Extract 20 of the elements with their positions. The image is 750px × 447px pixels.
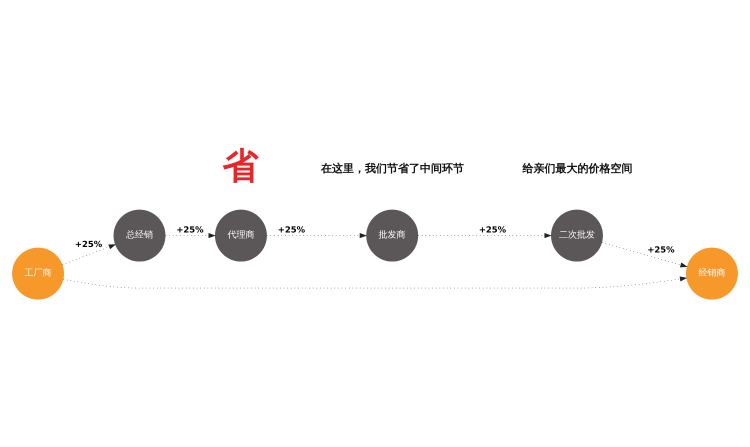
node-circle: 经销商: [686, 248, 738, 300]
edge-label: +25%: [278, 224, 306, 235]
label: 给亲们最大的价格空间: [522, 162, 632, 175]
label: 在这里，我们节省了中间环节: [321, 162, 464, 175]
edge-label: +25%: [647, 244, 675, 255]
edge-label: +25%: [74, 239, 102, 250]
node-circle: 批发商: [366, 210, 418, 262]
arrow: [602, 242, 688, 268]
node-circle: 总经销: [114, 210, 166, 262]
arrow: [63, 276, 688, 288]
arrow: [266, 233, 367, 238]
label: 省: [222, 144, 259, 188]
edge-label: +25%: [478, 224, 506, 235]
node-circle: 代理商: [214, 210, 267, 262]
edge-label: +25%: [176, 224, 204, 235]
node-circle: 工厂商: [12, 248, 64, 300]
arrow: [165, 233, 216, 238]
node-circle: 二次批发: [551, 210, 603, 262]
arrow: [62, 244, 116, 265]
arrow: [418, 233, 552, 238]
